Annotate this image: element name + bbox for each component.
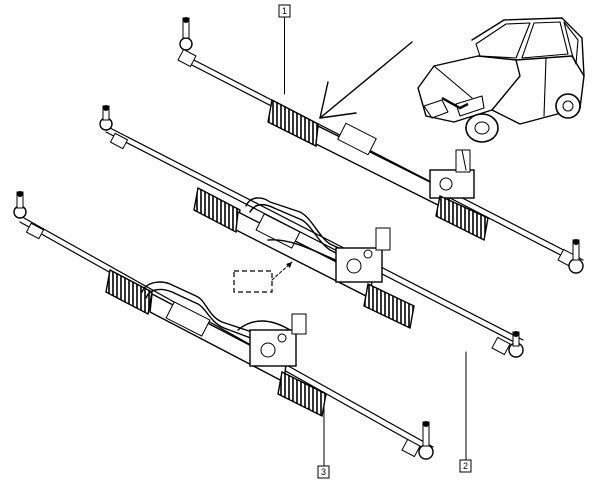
car-icon: [417, 17, 585, 143]
tie-rod-end-icon: [13, 191, 45, 240]
tie-rod-end-icon: [491, 331, 524, 358]
steering-rack-2: [99, 105, 524, 358]
tie-rod-end-icon: [557, 239, 584, 274]
callout-3-label: 3: [321, 467, 326, 477]
rubber-boot-icon: [105, 268, 153, 316]
tie-rod-end-icon: [99, 105, 129, 150]
rubber-boot-icon: [363, 282, 415, 330]
detail-dashed-box: [233, 261, 293, 293]
callout-2: 2: [459, 351, 472, 473]
callout-3: 3: [317, 405, 330, 479]
callout-1-label: 1: [282, 6, 287, 16]
rubber-boot-icon: [193, 186, 241, 234]
rubber-boot-icon: [435, 194, 489, 242]
rubber-boot-icon: [267, 98, 319, 148]
rubber-boot-icon: [277, 370, 327, 418]
rack-2-pinion: [335, 227, 391, 283]
hydraulic-pipe-icon: [141, 281, 291, 341]
hydraulic-pipe-icon: [245, 197, 353, 263]
callout-1: 1: [278, 4, 291, 95]
steering-rack-1: [177, 17, 584, 274]
pointer-arrow-icon: [319, 41, 413, 119]
tie-rod-end-icon: [401, 421, 434, 460]
rack-2-shaft: [105, 127, 524, 346]
rack-1-pinion: [429, 149, 475, 199]
callout-2-label: 2: [463, 461, 468, 471]
tie-rod-end-icon: [177, 17, 197, 68]
steering-rack-3: [13, 191, 434, 460]
rack-3-pinion: [249, 313, 307, 367]
